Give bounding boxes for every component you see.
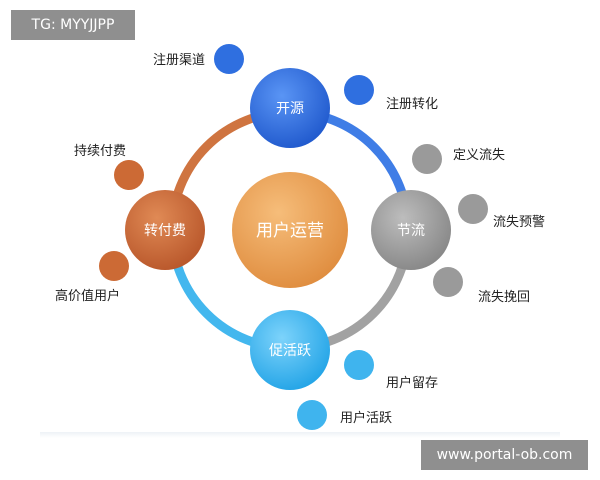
satellite-continuous-payment-label: 持续付费: [74, 144, 126, 159]
satellite-churn-recovery-label: 流失挽回: [478, 290, 530, 305]
satellite-high-value-user-dot: [99, 251, 129, 281]
satellite-user-activity-dot: [297, 400, 327, 430]
satellite-define-churn-dot: [412, 144, 442, 174]
node-right-circle: [371, 190, 451, 270]
node-right-label: 节流: [397, 223, 425, 239]
satellite-define-churn-label: 定义流失: [453, 148, 505, 163]
satellite-user-retention-dot: [344, 350, 374, 380]
floor-shadow: [40, 432, 560, 438]
satellite-register-conversion-dot: [344, 75, 374, 105]
satellite-user-retention-label: 用户留存: [386, 375, 438, 391]
satellite-churn-warning-label: 流失预警: [493, 214, 545, 230]
center-label: 用户运营: [256, 221, 324, 241]
node-bottom-label: 促活跃: [269, 343, 311, 359]
satellite-register-conversion-label: 注册转化: [386, 97, 438, 112]
node-left-circle: [125, 190, 205, 270]
satellite-register-channel-dot: [214, 44, 244, 74]
satellite-churn-recovery-dot: [433, 267, 463, 297]
node-bottom-circle: [250, 310, 330, 390]
watermark-top-left: TG: MYYJJPP: [11, 10, 135, 40]
node-top-label: 开源: [276, 101, 304, 117]
satellite-user-activity-label: 用户活跃: [340, 410, 392, 426]
watermark-bottom-right: www.portal-ob.com: [421, 440, 588, 470]
center-circle: [232, 172, 348, 288]
satellite-churn-warning-dot: [458, 194, 488, 224]
satellite-register-channel-label: 注册渠道: [153, 53, 205, 68]
node-left-label: 转付费: [144, 223, 186, 239]
satellite-continuous-payment-dot: [114, 160, 144, 190]
satellite-high-value-user-label: 高价值用户: [55, 288, 120, 304]
node-top-circle: [250, 68, 330, 148]
